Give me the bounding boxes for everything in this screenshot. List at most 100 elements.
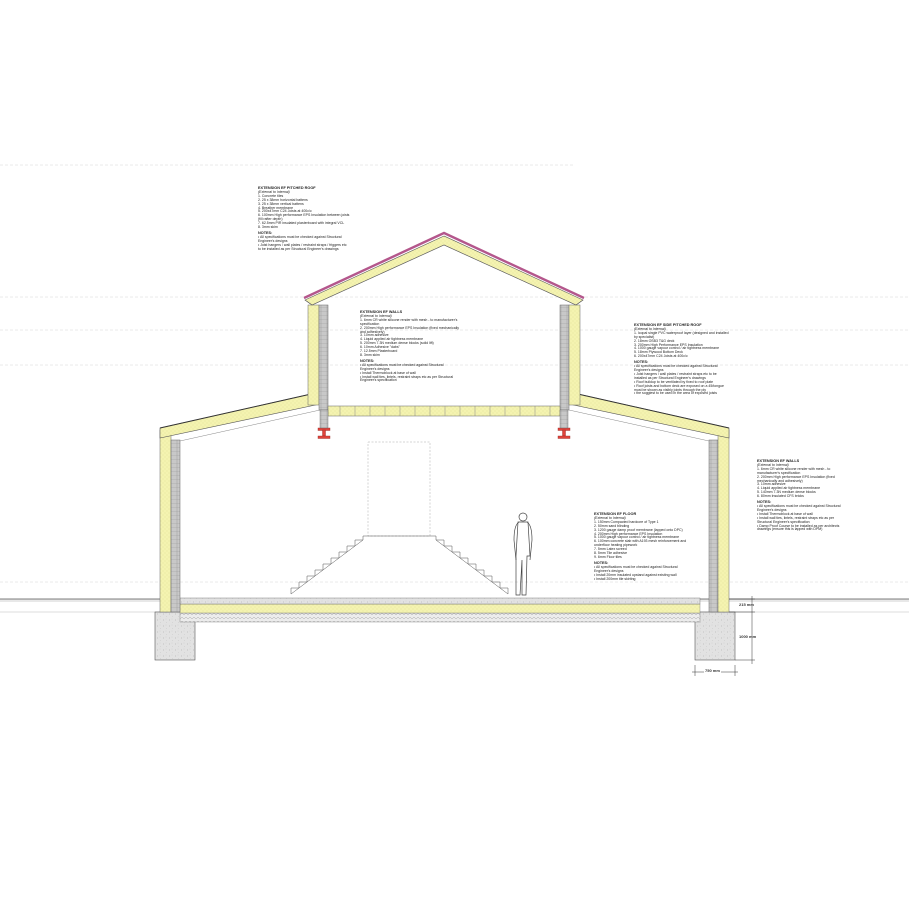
spec-line: 2. 50mm sand blinding (594, 523, 630, 528)
floor-hardcore (179, 612, 701, 623)
upper-right-blocks (559, 304, 570, 411)
note-line: • Roof buildup to be ventilated by fixed… (634, 379, 714, 384)
note-line: drawings (ensure this is lapped with DPM… (757, 527, 823, 532)
spec-line: mechanically and adhesively) (757, 478, 803, 483)
note-line: • All specifications must be checked aga… (258, 234, 342, 239)
spec-line: 2. 25 x 38mm horizontal battens (258, 197, 308, 202)
note-side-roof: EXTENSION EF SIDE PITCHED ROOF (External… (634, 323, 729, 396)
spec-line: 6. 100mm High performance EPS Insulation… (258, 213, 350, 218)
right-foundation (694, 611, 736, 661)
spec-line: 8. 3mm skim (258, 225, 278, 230)
left-wall-insulation (159, 429, 172, 613)
note-line: • Roof joists and bottom deck are expose… (634, 383, 724, 388)
right-side-roof (568, 391, 730, 439)
spec-line: 1. 150mm Compacted hardcore of Type 1 (594, 519, 659, 524)
note-subtitle: (External to Internal) (594, 515, 626, 520)
floor-slab (179, 597, 701, 605)
spec-line: 3. 10mm adhesive (360, 333, 389, 338)
spec-line: 4. Breather membrane (258, 205, 294, 210)
spec-line: 4. 1000 gauge vapour control / air tight… (634, 346, 720, 351)
person-figure (513, 512, 533, 596)
note-line: • Install Thermoblock at base of wall (757, 511, 813, 516)
note-subtitle: (External to Internal) (634, 326, 666, 331)
note-line: Engineer's specification (360, 378, 397, 383)
main-roof (303, 231, 585, 306)
note-line: • Install 200mm tile skirting (594, 576, 636, 581)
right-wall-blocks (708, 439, 719, 613)
spec-line: 1. 6mm CR white silicone render with mes… (757, 466, 831, 471)
note-line: • Install wall ties, lintels, restraint … (360, 374, 454, 379)
spec-line: 1. Icopal single PVC waterproof layer (d… (634, 330, 729, 335)
right-wall-insulation (717, 429, 730, 613)
note-line: • All specifications must be checked aga… (757, 503, 841, 508)
note-line: • Install 20mm insulated upstand against… (594, 572, 677, 577)
spec-line: and adhesively) (360, 329, 385, 334)
note-line: to be installed as per Structural Engine… (258, 246, 339, 251)
spec-line: 5. 200x47mm C24 Joists at 400c/c (258, 209, 312, 214)
note-line: Engineer's designs (594, 568, 624, 573)
note-title: EXTENSION EF SIDE PITCHED ROOF (634, 323, 702, 327)
notes-heading: NOTES: (634, 360, 649, 365)
spec-line: 9. 6mm Floor tiles (594, 554, 622, 559)
left-side-roof (159, 391, 321, 439)
spec-line: 1. 6mm CR white silicone render with mes… (360, 317, 458, 322)
note-line: • Joist hangers / wall plates / restrain… (634, 371, 717, 376)
spec-line: 3. 1200 gauge damp proof membrane (lappe… (594, 527, 683, 532)
spec-line: 2. 200mm High performance EPS Insulation… (360, 325, 460, 330)
note-line: • Joist hangers / wall plates / restrain… (258, 242, 347, 247)
spec-line: specification (360, 321, 380, 326)
dimension-foundation-width: 750 mm (704, 668, 721, 673)
dimension-upstand: 215 mm (739, 602, 754, 607)
upper-left-blocks (318, 304, 329, 411)
spec-line: 7. 12.5mm Plasterboard (360, 349, 398, 354)
upper-right-insulation (568, 304, 581, 406)
intermediate-floor (317, 405, 571, 439)
note-subtitle: (External to Internal) (258, 189, 290, 194)
spec-line: 5. 1000 gauge vapour control / air tight… (594, 535, 680, 540)
notes-heading: NOTES: (757, 500, 772, 505)
note-line: • All specifications must be checked aga… (360, 362, 444, 367)
note-title: EXTENSION EF WALLS (360, 310, 403, 314)
note-subtitle: (External to Internal) (757, 462, 789, 467)
spec-line: 3. 25 x 38mm vertical battens (258, 201, 304, 206)
roof-tiles (303, 231, 585, 300)
spec-line: 3. 200mm High Performance EPS Insulation (634, 342, 703, 347)
spec-line: 5. 140mm 7.3N medium dense blocks (757, 490, 816, 495)
spec-line: 5. 18mm Plywood Bottom Deck (634, 350, 683, 355)
note-line: • All specifications must be checked aga… (594, 564, 678, 569)
spec-line: 6. 100mm concrete slab with A193 mesh re… (594, 539, 687, 544)
spec-line: 3. 10mm adhesive (757, 482, 786, 487)
note-title: EXTENSION EF WALLS (757, 459, 800, 463)
spec-line: 2. 18mm OSB3 T&G deck (634, 338, 675, 343)
dimension-foundation-depth: 1000 mm (739, 634, 757, 639)
note-pitched-roof: EXTENSION EF PITCHED ROOF (External to I… (258, 186, 350, 252)
note-floor: EXTENSION EF FLOOR (External to Internal… (594, 512, 687, 581)
dimension-lines (692, 596, 755, 676)
spec-line: by specialist) (634, 334, 655, 339)
notes-heading: NOTES: (360, 358, 375, 363)
notes-heading: NOTES: (258, 230, 273, 235)
notes-heading: NOTES: (594, 560, 609, 565)
spec-line: 6. 10mm Adhesive "dabs" (360, 345, 400, 350)
spec-line: 2. 200mm High performance EPS Insulation… (757, 474, 835, 479)
note-upper-walls: EXTENSION EF WALLS (External to Internal… (360, 310, 460, 383)
note-line: Engineer's designs (757, 507, 787, 512)
note-title: EXTENSION EF PITCHED ROOF (258, 186, 316, 190)
spec-line: 1. Concrete tiles (258, 193, 284, 198)
note-right-walls: EXTENSION EF WALLS (External to Internal… (757, 459, 841, 532)
spec-line: 8. 5mm Tile adhesive (594, 551, 628, 556)
spec-line: 5. 200mm 7.3N medium dense blocks (solid… (360, 341, 434, 346)
note-line: Structural Engineer's specification (757, 519, 810, 524)
foundations (154, 597, 736, 661)
spec-line: 4. 200mm High performance EPS Insulation (594, 531, 663, 536)
note-line: Engineer's designs (360, 366, 390, 371)
floor-insulation (179, 603, 701, 614)
note-title: EXTENSION EF FLOOR (594, 512, 637, 516)
spec-line: underfloor heating pipework (594, 543, 638, 548)
spec-line: 8. 3mm skim (360, 352, 380, 357)
spec-line: 7. 5mm Latex screed (594, 547, 627, 552)
note-line: Engineer's designs (634, 367, 664, 372)
note-subtitle: (External to Internal) (360, 313, 392, 318)
spec-line: 7. 62.5mm PIR insulated plasterboard wit… (258, 221, 345, 226)
